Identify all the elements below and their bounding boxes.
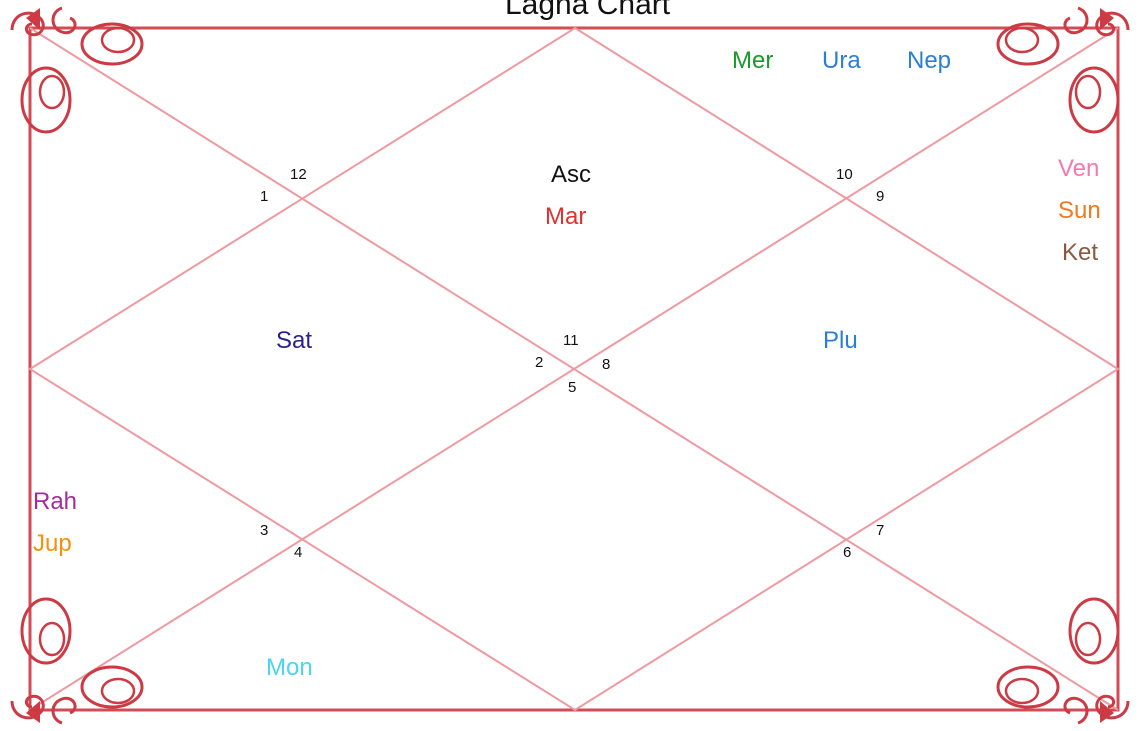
house-number-10: 10: [836, 166, 853, 183]
planet-label-mer: Mer: [732, 47, 774, 74]
corner-ornament-bottom-left: [10, 597, 144, 725]
planet-label-nep: Nep: [907, 47, 952, 74]
chart-title: Lagna Chart: [505, 0, 671, 21]
planet-label-sat: Sat: [276, 327, 313, 354]
planet-label-plu: Plu: [823, 327, 858, 354]
inner-diamond: [28, 26, 1120, 712]
house-number-11: 11: [563, 332, 579, 349]
corner-ornament-top-left: [10, 6, 144, 134]
corner-ornament-top-right: [996, 6, 1130, 134]
house-number-4: 4: [294, 544, 303, 561]
planet-label-ket: Ket: [1062, 239, 1099, 266]
diagonal-line-anti: [29, 27, 1119, 711]
house-number-6: 6: [843, 544, 852, 561]
house-number-3: 3: [260, 522, 269, 539]
planet-label-mar: Mar: [545, 203, 587, 230]
planet-label-ura: Ura: [822, 47, 861, 74]
corner-ornament-bottom-right: [996, 597, 1130, 725]
planet-label-jup: Jup: [33, 530, 72, 557]
planet-label-rah: Rah: [33, 488, 78, 515]
house-number-9: 9: [876, 188, 885, 205]
house-number-8: 8: [602, 356, 611, 373]
house-number-2: 2: [535, 354, 544, 371]
planet-label-mon: Mon: [266, 654, 313, 681]
house-number-5: 5: [568, 379, 577, 396]
house-number-1: 1: [260, 188, 269, 205]
house-number-7: 7: [876, 522, 885, 539]
planet-label-ven: Ven: [1058, 155, 1100, 182]
planet-label-sun: Sun: [1058, 197, 1101, 224]
planet-label-asc: Asc: [551, 161, 592, 188]
house-number-12: 12: [290, 166, 307, 183]
